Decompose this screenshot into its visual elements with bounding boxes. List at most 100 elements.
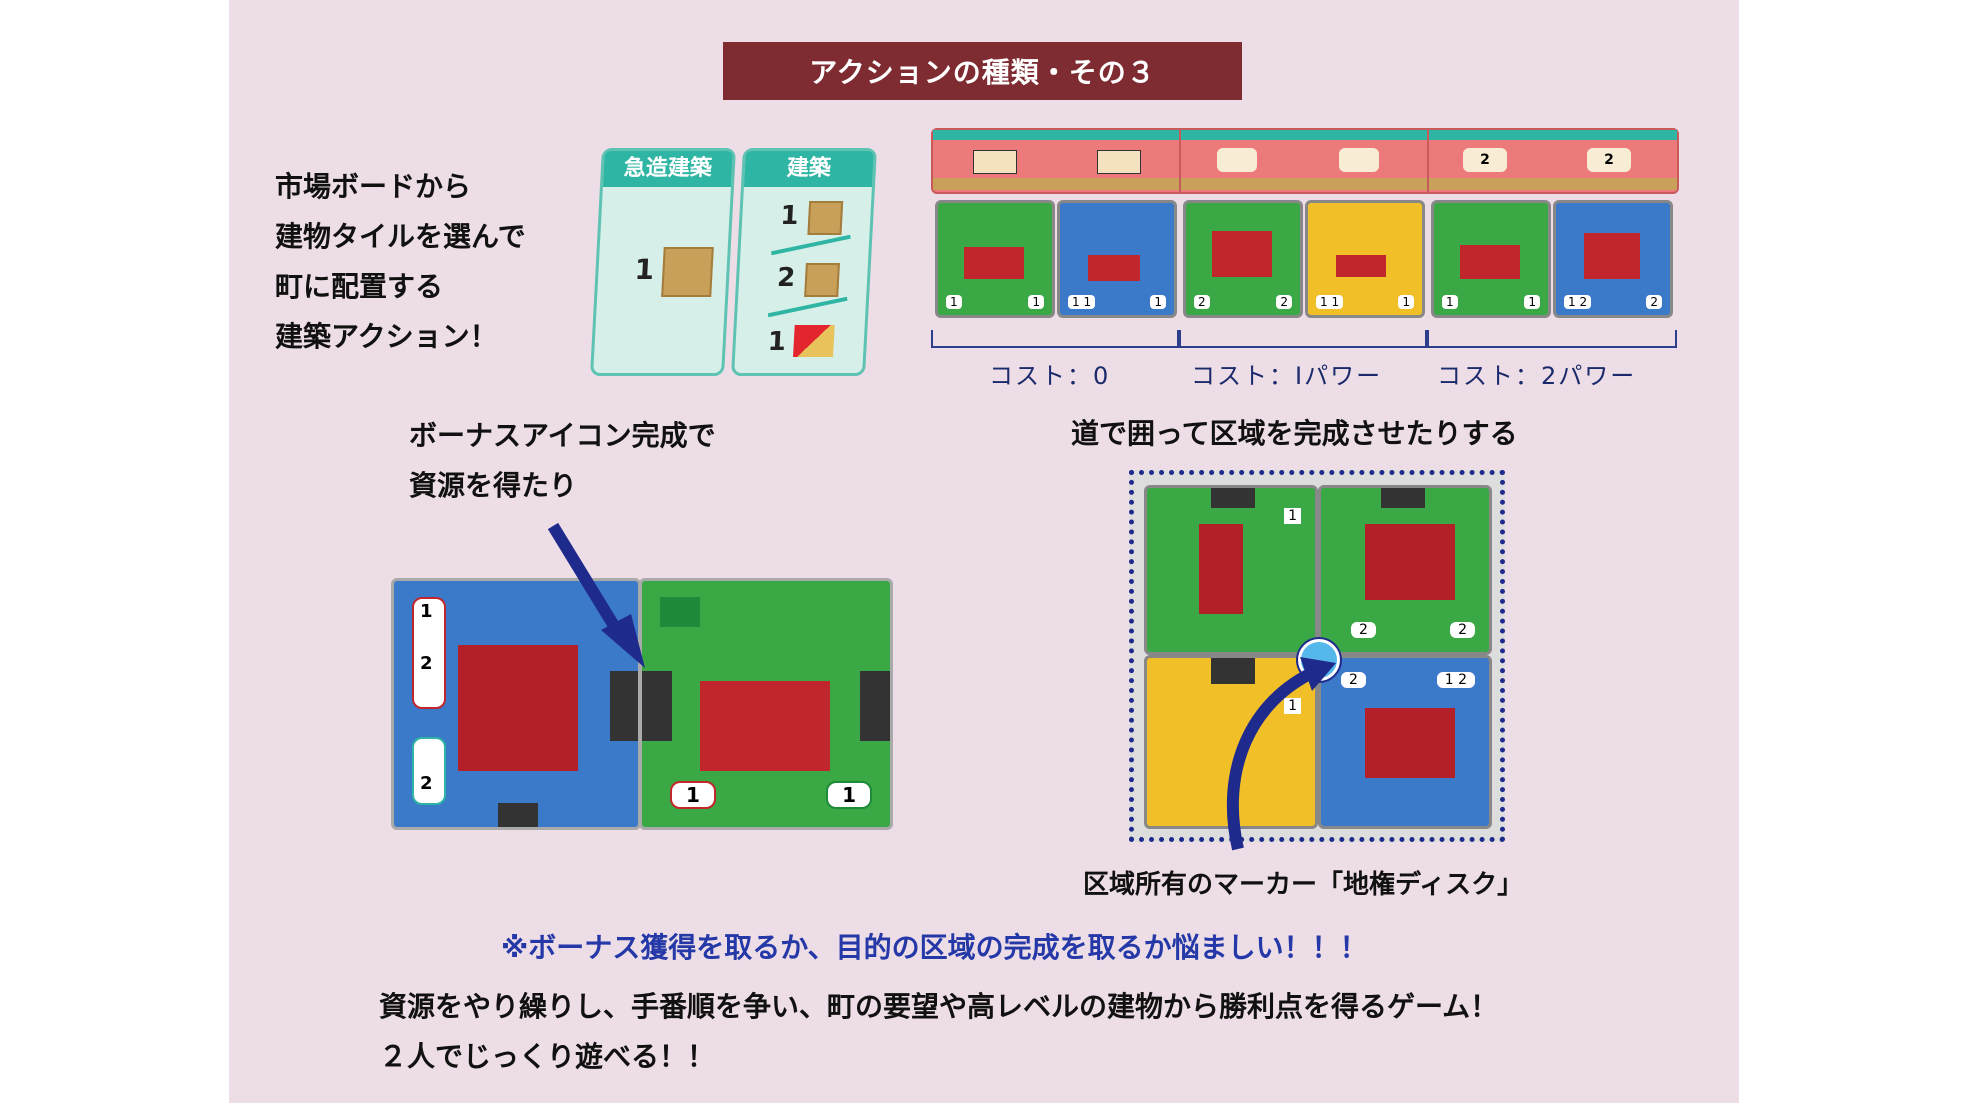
arrow-icon: [547, 522, 645, 668]
building-icon: [1460, 245, 1520, 279]
market-bottom-band: [933, 178, 1677, 190]
bonus-tiles: 1 2 2 1 1: [391, 522, 893, 830]
road-stub: [610, 671, 638, 741]
arrow-icon: [1097, 150, 1141, 174]
building-icon: [1584, 233, 1640, 279]
flag-icon: [793, 325, 835, 357]
cost-bracket: [931, 330, 1179, 348]
road-stub: [1211, 658, 1255, 684]
district-label: 2: [1341, 672, 1366, 688]
market-tile[interactable]: 1 1: [935, 200, 1055, 318]
strip-label: 1: [420, 601, 433, 622]
road-stub: [1211, 488, 1255, 508]
district-caption: 道で囲って区域を完成させたりする: [1071, 417, 1518, 450]
cost-bracket: [1427, 330, 1677, 348]
district-label: 1: [1284, 698, 1301, 714]
build-cost-1: 1: [779, 201, 800, 231]
strip-label: 2: [420, 773, 433, 794]
road-stub: [498, 803, 538, 827]
footer-line-1: 資源をやり繰りし、手番順を争い、町の要望や高レベルの建物から勝利点を得るゲーム！: [379, 990, 1499, 1023]
building-icon: [700, 681, 830, 771]
footer-line-2: ２人でじっくり遊べる！！: [379, 1040, 716, 1073]
district-label: 2: [1450, 622, 1475, 638]
intro-line: 市場ボードから: [275, 170, 472, 203]
rush-build-label: 急造建築: [602, 151, 733, 187]
tile-label: 2: [1276, 295, 1292, 309]
divider: [1427, 130, 1429, 192]
tile-label: 1 1: [1068, 295, 1096, 309]
market-tile[interactable]: 2 2: [1183, 200, 1303, 318]
intro-line: 建築アクション！: [275, 320, 498, 353]
resource-strip: [412, 737, 446, 805]
district-label: 1 2: [1436, 672, 1475, 688]
resource-strip: [412, 597, 446, 709]
cost-label-2: コスト：2パワー: [1437, 362, 1637, 390]
power-2-badge: 2: [1587, 148, 1631, 172]
district-label: 2: [1351, 622, 1376, 638]
tile-label: 1: [670, 781, 716, 809]
bonus-caption-1: ボーナスアイコン完成で: [409, 419, 716, 452]
market-board: 2 2 1 1 1 1 1 2 2 1 1 1 1 1: [931, 128, 1679, 320]
road-stub: [1381, 488, 1425, 508]
building-icon: [964, 247, 1024, 279]
building-icon: [1365, 708, 1455, 778]
tile-label: 1: [1150, 295, 1166, 309]
district-tile: 2 2: [1318, 485, 1492, 655]
build-label: 建築: [743, 151, 874, 187]
divider: [771, 234, 851, 256]
house-icon: [660, 597, 700, 627]
road-stub: [642, 671, 672, 741]
building-icon: [1336, 255, 1386, 277]
bonus-right-tile: 1 1: [639, 578, 893, 830]
building-icon: [1212, 231, 1272, 277]
cost-label-0: コスト：0: [989, 362, 1111, 390]
cost-bracket: [1179, 330, 1427, 348]
arrow-icon: [1226, 657, 1336, 851]
market-tile[interactable]: 1 1 1: [1057, 200, 1177, 318]
build-cost-3: 1: [767, 327, 787, 357]
build-cost-2: 2: [776, 263, 797, 293]
district-tile: 2 1 2: [1318, 655, 1492, 829]
tile-label: 2: [1194, 295, 1210, 309]
district-label: 1: [1284, 508, 1301, 524]
building-icon: [458, 645, 578, 771]
tile-label: 1: [1442, 295, 1458, 309]
tile-label: 1 1: [1316, 295, 1344, 309]
tile-label: 1: [1028, 295, 1044, 309]
divider: [1179, 130, 1181, 192]
building-icon: [1365, 524, 1455, 600]
intro-text: 市場ボードから 建物タイルを選んで 町に配置する 建築アクション！: [275, 162, 526, 362]
market-tile[interactable]: 1 1 1: [1305, 200, 1425, 318]
wood-icon: [804, 263, 840, 297]
intro-line: 町に配置する: [275, 270, 444, 303]
market-top-band: [933, 130, 1677, 140]
power-2-badge: 2: [1463, 148, 1507, 172]
page-title: アクションの種類・その３: [723, 42, 1242, 100]
divider: [767, 296, 848, 318]
tile-label: 2: [1646, 295, 1662, 309]
bonus-caption-2: 資源を得たり: [409, 469, 578, 502]
slide: アクションの種類・その３ 市場ボードから 建物タイルを選んで 町に配置する 建築…: [229, 0, 1739, 1103]
market-top-strip: 2 2: [931, 128, 1679, 194]
building-icon: [1199, 524, 1243, 614]
market-tile[interactable]: 1 1: [1431, 200, 1551, 318]
wood-icon: [661, 247, 714, 297]
intro-line: 建物タイルを選んで: [275, 220, 526, 253]
rush-build-cost: 1: [633, 253, 655, 286]
tile-label: 1: [1398, 295, 1414, 309]
market-tile[interactable]: 1 2 2: [1553, 200, 1673, 318]
district-tile: 1: [1144, 485, 1318, 655]
road-stub: [860, 671, 890, 741]
tile-label: 1: [1524, 295, 1540, 309]
wood-icon: [807, 201, 844, 235]
building-icon: [1088, 255, 1140, 281]
tile-label: 1 2: [1564, 295, 1592, 309]
strip-label: 2: [420, 653, 433, 674]
arrow-icon: [973, 150, 1017, 174]
district-board: 1 2 2 1 2 1 2: [1129, 470, 1505, 851]
tile-label: 1: [826, 781, 872, 809]
cost-label-1: コスト：Ⅰパワー: [1191, 362, 1383, 390]
power-icon: [1217, 148, 1257, 172]
rush-build-card: 急造建築 1: [590, 148, 736, 376]
build-card: 建築 1 2 1: [731, 148, 877, 376]
